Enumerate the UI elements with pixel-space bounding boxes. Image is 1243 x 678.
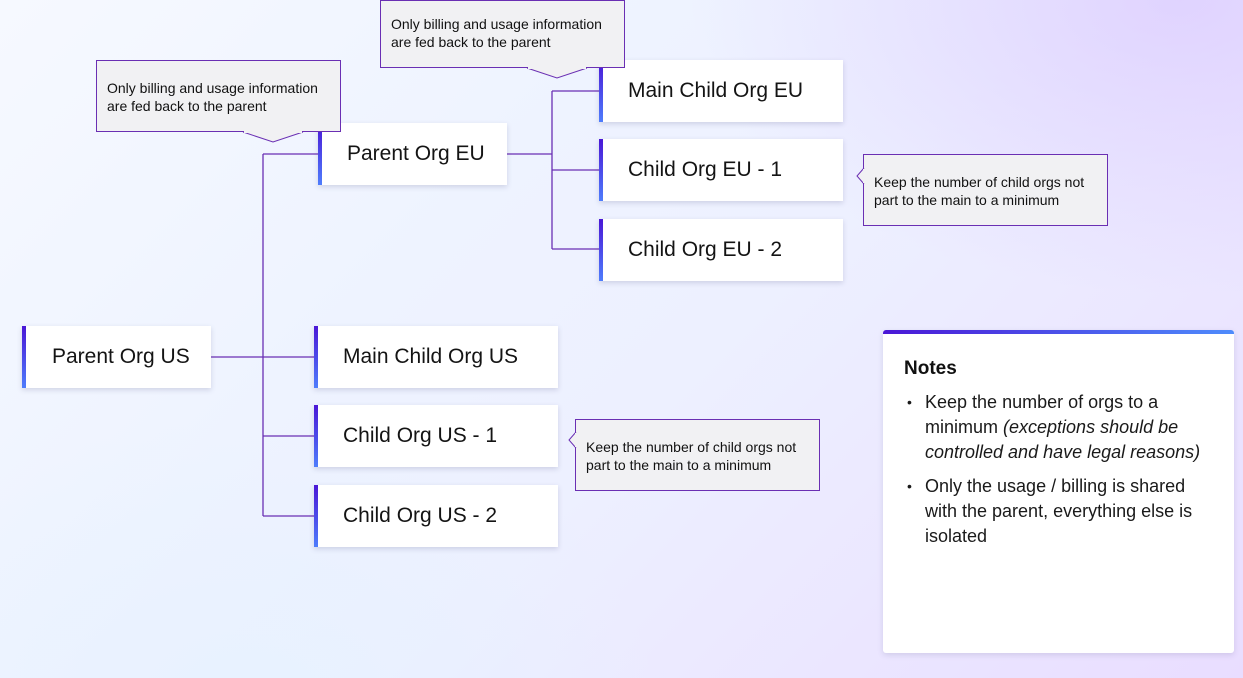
node-parent-org-eu[interactable]: Parent Org EU: [318, 123, 507, 185]
node-parent-org-us[interactable]: Parent Org US: [22, 326, 211, 388]
notes-panel: Notes • Keep the number of orgs to a min…: [883, 330, 1234, 653]
callout-billing-top: Only billing and usage information are f…: [380, 0, 625, 68]
node-label: Main Child Org EU: [628, 79, 804, 102]
node-main-child-org-us[interactable]: Main Child Org US: [314, 326, 558, 388]
node-main-child-org-eu[interactable]: Main Child Org EU: [599, 60, 843, 122]
callout-line: Keep the number of child orgs not: [874, 174, 1085, 190]
callout-line: Only billing and usage information: [107, 80, 318, 96]
node-label: Parent Org US: [52, 345, 190, 368]
bullet-icon: •: [907, 394, 912, 410]
callout-line: part to the main to a minimum: [874, 192, 1060, 208]
notes-item: • Keep the number of orgs to a minimum (…: [904, 390, 1214, 465]
notes-item-text: Keep the number of orgs to a minimum: [925, 392, 1159, 437]
node-child-org-eu-2[interactable]: Child Org EU - 2: [599, 219, 843, 281]
callout-billing-left: Only billing and usage information are f…: [96, 60, 341, 132]
node-label: Child Org US - 2: [343, 504, 498, 527]
notes-item-text: Only the usage / billing is shared with …: [925, 476, 1193, 546]
bullet-icon: •: [907, 478, 912, 494]
node-child-org-eu-1[interactable]: Child Org EU - 1: [599, 139, 843, 201]
callout-line: part to the main to a minimum: [586, 457, 772, 473]
callout-keep-us: Keep the number of child orgs not part t…: [575, 419, 820, 491]
callout-line: Only billing and usage information: [391, 16, 602, 32]
node-label: Child Org US - 1: [343, 424, 498, 447]
notes-list: • Keep the number of orgs to a minimum (…: [904, 390, 1214, 549]
node-label: Child Org EU - 1: [628, 158, 783, 181]
node-child-org-us-2[interactable]: Child Org US - 2: [314, 485, 558, 547]
callout-keep-eu: Keep the number of child orgs not part t…: [863, 154, 1108, 226]
node-label: Child Org EU - 2: [628, 238, 783, 261]
callout-line: Keep the number of child orgs not: [586, 439, 797, 455]
callout-line: are fed back to the parent: [391, 34, 551, 50]
notes-item: • Only the usage / billing is shared wit…: [904, 474, 1214, 549]
node-label: Main Child Org US: [343, 345, 519, 368]
notes-item-emphasis: (exceptions should be controlled and hav…: [925, 417, 1201, 462]
node-label: Parent Org EU: [347, 142, 485, 165]
callout-line: are fed back to the parent: [107, 98, 267, 114]
notes-title: Notes: [904, 358, 957, 379]
node-child-org-us-1[interactable]: Child Org US - 1: [314, 405, 558, 467]
